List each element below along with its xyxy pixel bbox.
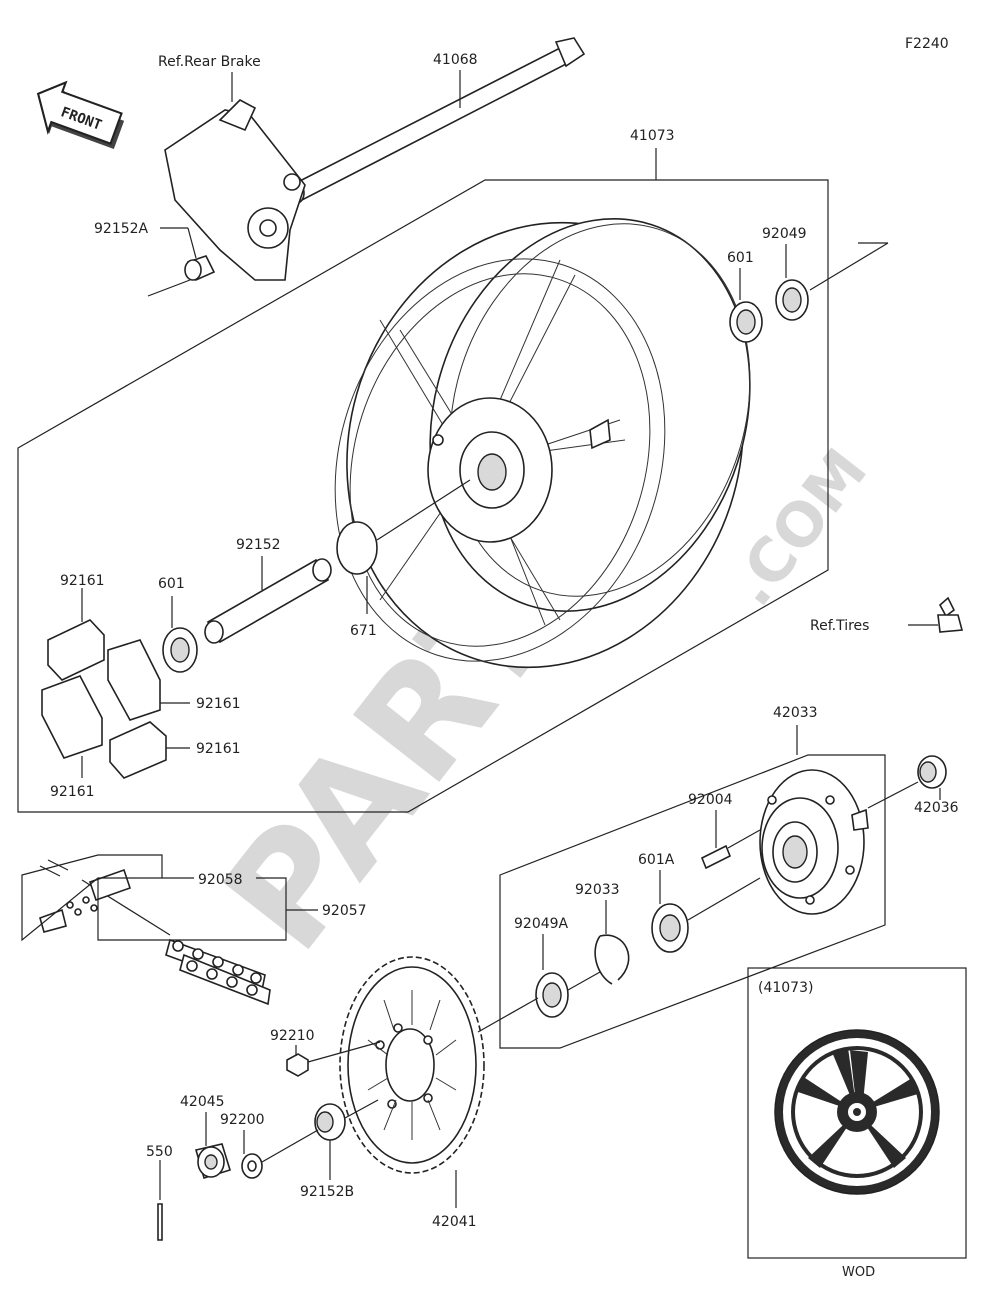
label-92161-b: 92161 bbox=[196, 696, 241, 712]
collar-92152A bbox=[147, 227, 216, 297]
label-92161-c: 92161 bbox=[196, 741, 241, 757]
label-671: 671 bbox=[350, 623, 377, 639]
sprocket-hub-frame bbox=[499, 754, 886, 1049]
label-550: 550 bbox=[146, 1144, 173, 1160]
tire-valve bbox=[908, 596, 964, 633]
label-601-left: 601 bbox=[158, 576, 185, 592]
chain-joint-92058 bbox=[21, 854, 318, 942]
label-92152A: 92152A bbox=[94, 221, 149, 237]
label-92049: 92049 bbox=[762, 226, 807, 242]
circlip-92033 bbox=[594, 900, 630, 985]
label-ref-rear-brake: Ref.Rear Brake bbox=[158, 54, 261, 70]
damper-92161-bottom-left bbox=[41, 675, 103, 778]
front-arrow-icon: FRONT bbox=[36, 80, 125, 150]
rear-wheel-41073 bbox=[334, 218, 751, 669]
label-92004: 92004 bbox=[688, 792, 733, 808]
sprocket-coupling bbox=[759, 769, 869, 915]
label-ref-tires: Ref.Tires bbox=[810, 618, 869, 634]
inset-title: (41073) bbox=[758, 980, 813, 996]
inset-code: WOD bbox=[842, 1265, 875, 1280]
bearing-601-left bbox=[162, 596, 198, 673]
diagram-id: F2240 bbox=[905, 36, 949, 52]
rear-brake-caliper-bracket bbox=[164, 72, 306, 281]
castle-nut-42045 bbox=[194, 1112, 231, 1180]
rear-sprocket-42041 bbox=[339, 956, 539, 1208]
label-601-top: 601 bbox=[727, 250, 754, 266]
label-92161-a: 92161 bbox=[60, 573, 105, 589]
label-92058: 92058 bbox=[198, 872, 243, 888]
drive-chain-92057 bbox=[81, 879, 271, 1006]
cotter-pin-550 bbox=[157, 1160, 163, 1241]
label-42041: 42041 bbox=[432, 1214, 477, 1230]
collar-92152B bbox=[314, 1099, 379, 1180]
damper-92161-top-left bbox=[47, 588, 105, 681]
label-92057: 92057 bbox=[322, 903, 367, 919]
bearing-601-right bbox=[729, 268, 763, 343]
damper-92161-middle bbox=[107, 639, 190, 721]
o-ring-671 bbox=[336, 479, 471, 614]
seal-92049A bbox=[535, 934, 601, 1018]
label-92033: 92033 bbox=[575, 882, 620, 898]
collar-42036 bbox=[867, 755, 947, 809]
watermark-suffix: .COM bbox=[717, 436, 881, 619]
washer-92200 bbox=[241, 1129, 319, 1179]
label-42045: 42045 bbox=[180, 1094, 225, 1110]
seal-92049 bbox=[775, 242, 889, 321]
label-92049A: 92049A bbox=[514, 916, 569, 932]
label-92210: 92210 bbox=[270, 1028, 315, 1044]
damper-92161-bottom-right bbox=[109, 721, 190, 779]
label-92152B: 92152B bbox=[300, 1184, 354, 1200]
label-92200: 92200 bbox=[220, 1112, 265, 1128]
inset-wheel-variant: (41073) WOD bbox=[747, 967, 967, 1280]
collar-92152 bbox=[204, 556, 332, 644]
stud-92004 bbox=[700, 810, 761, 870]
label-42036: 42036 bbox=[914, 800, 959, 816]
wheel-assembly-frame bbox=[17, 179, 829, 813]
label-92161-d: 92161 bbox=[50, 784, 95, 800]
label-42033: 42033 bbox=[773, 705, 818, 721]
label-92152: 92152 bbox=[236, 537, 281, 553]
label-601A: 601A bbox=[638, 852, 675, 868]
label-41073: 41073 bbox=[630, 128, 675, 144]
label-41068: 41068 bbox=[433, 52, 478, 68]
nut-92210 bbox=[286, 1041, 381, 1077]
bearing-601A bbox=[651, 870, 761, 953]
